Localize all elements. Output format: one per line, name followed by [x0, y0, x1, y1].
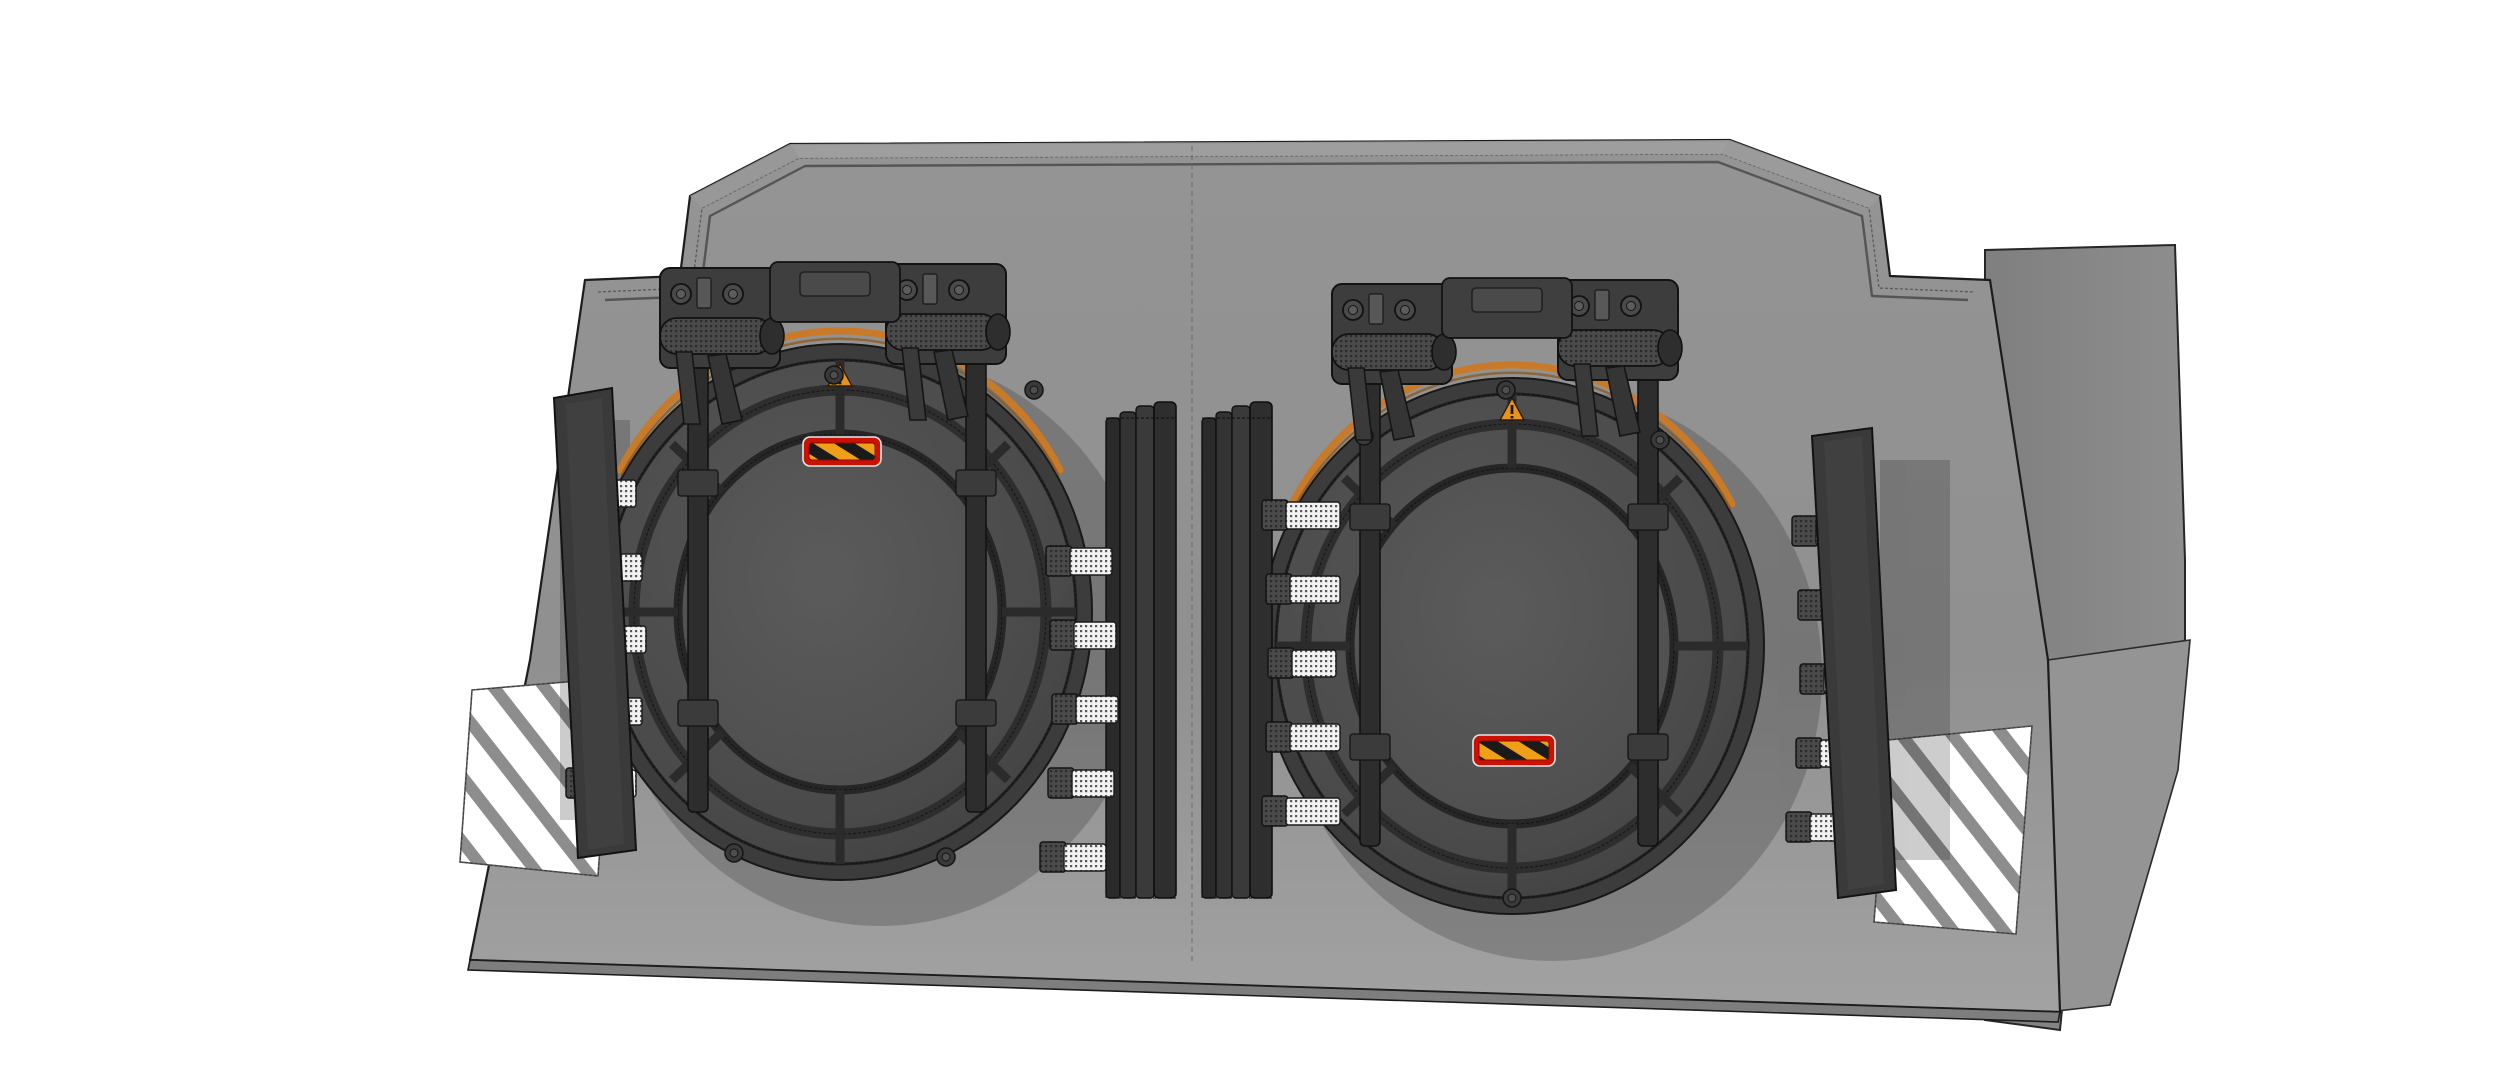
- hinge-bracket-right-2[interactable]: [1557, 279, 1683, 437]
- seal-ring-left: [616, 327, 1064, 474]
- latch-rail-column-left: [1105, 401, 1177, 899]
- bolt-bank-inner-right[interactable]: [1261, 499, 1341, 827]
- base-lip: [467, 959, 2061, 1023]
- warning-triangle-icon-right: [1498, 396, 1526, 421]
- hatch-left-collar-fastener: [724, 380, 1044, 867]
- latch-bolt: [1045, 545, 1113, 577]
- hinge-bracket-left-2[interactable]: [885, 263, 1011, 421]
- seal-ring-right: [1288, 361, 1736, 508]
- hatch-left-top-plate: [769, 261, 901, 385]
- mount-block-right: [1810, 426, 1898, 900]
- latch-bolt: [1261, 499, 1341, 531]
- mount-block-left: [552, 386, 638, 860]
- latch-bolt: [1049, 619, 1117, 651]
- bolt-bank-inner-left[interactable]: [1039, 545, 1119, 873]
- latch-bolt: [1261, 795, 1341, 827]
- hatch-right[interactable]: [1259, 349, 1765, 915]
- latch-bolt: [1047, 767, 1115, 799]
- hatch-right-top-plate: [1441, 277, 1573, 400]
- hinge-bracket-left-1[interactable]: [659, 267, 785, 425]
- hatch-right-actuator-rails: [1349, 349, 1669, 847]
- hazard-placard-right: [1472, 734, 1556, 767]
- hatch-left[interactable]: [587, 315, 1093, 881]
- latch-bolt: [1265, 721, 1341, 753]
- hazard-placard-left: [802, 436, 882, 467]
- central-latch-rails[interactable]: [1105, 401, 1273, 899]
- latch-bolt: [1051, 693, 1119, 725]
- latch-bolt: [1039, 841, 1107, 873]
- latch-bolt: [1265, 573, 1341, 605]
- latch-bolt: [1267, 647, 1337, 679]
